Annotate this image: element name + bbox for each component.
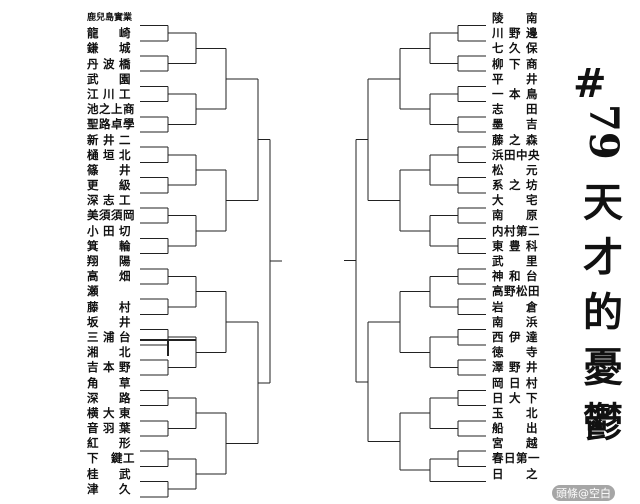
right-team: 岩 倉 bbox=[492, 299, 538, 314]
right-team: 内村第二 bbox=[492, 223, 540, 238]
right-team: 藤之森 bbox=[492, 132, 538, 147]
left-team: 藤 村 bbox=[87, 299, 131, 314]
title-char-4: 憂 bbox=[583, 344, 623, 391]
right-team: 柳下商 bbox=[492, 56, 538, 71]
left-team: 坂 井 bbox=[87, 314, 131, 329]
watermark: 頭條@空白 bbox=[552, 485, 615, 501]
left-team: 江川工 bbox=[87, 86, 131, 101]
right-team: 大 宅 bbox=[492, 193, 538, 208]
right-team: 川野邊 bbox=[492, 26, 538, 41]
title-char-1: 天 bbox=[583, 179, 623, 226]
left-team: 丹波橋 bbox=[87, 56, 131, 71]
title-char-5: 鬱 bbox=[583, 399, 623, 446]
right-team: 七久保 bbox=[492, 41, 538, 56]
right-team: 玉 北 bbox=[492, 405, 538, 420]
right-team: 南 浜 bbox=[492, 314, 538, 329]
left-team: 池之上商 bbox=[87, 102, 135, 117]
left-team: 龍 崎 bbox=[87, 26, 131, 41]
right-team: 陵 南 bbox=[492, 11, 538, 25]
left-team: 篠 井 bbox=[87, 162, 131, 177]
left-team: 三浦台 bbox=[87, 329, 131, 344]
right-team: 宮 越 bbox=[492, 436, 538, 451]
left-team: 桂 武 bbox=[87, 466, 131, 481]
right-team: 松 元 bbox=[492, 162, 538, 177]
right-team: 平 井 bbox=[492, 71, 538, 86]
right-team: 志 田 bbox=[492, 102, 538, 117]
right-team: 南 原 bbox=[492, 208, 538, 223]
left-team: 武 園 bbox=[87, 71, 131, 86]
left-team: 高 畑 bbox=[87, 269, 131, 284]
left-team: 瀬 bbox=[87, 284, 99, 299]
right-team: 墨 吉 bbox=[492, 117, 538, 132]
left-team: 新井二 bbox=[87, 132, 131, 147]
episode-title: 天 才 的 憂 鬱 bbox=[578, 175, 628, 450]
right-team: 東豊科 bbox=[492, 238, 538, 253]
right-team: 澤野井 bbox=[492, 360, 538, 375]
title-char-3: 的 bbox=[583, 289, 623, 336]
left-team: 鹿兒島實業 bbox=[87, 13, 133, 23]
left-team: 小田切 bbox=[87, 223, 131, 238]
right-team: 一本鳥 bbox=[492, 86, 538, 101]
left-team: 翔 陽 bbox=[87, 254, 131, 268]
left-team: 横大東 bbox=[87, 405, 131, 420]
left-team: 津久 bbox=[87, 481, 131, 496]
left-team: 美須須岡 bbox=[87, 208, 135, 223]
right-team: 徳 寺 bbox=[492, 345, 538, 360]
right-team: 西伊達 bbox=[492, 329, 538, 344]
left-team: 深志工 bbox=[87, 193, 131, 208]
left-team: 更 級 bbox=[87, 178, 131, 193]
right-team: 日之 bbox=[492, 466, 538, 481]
right-team: 船 出 bbox=[492, 421, 538, 436]
right-team: 浜田中央 bbox=[492, 147, 540, 162]
right-team: 春日第一 bbox=[492, 451, 540, 466]
left-team: 下 鍵工 bbox=[87, 451, 135, 466]
left-team: 聖路卓學 bbox=[87, 117, 135, 132]
left-team: 吉本野 bbox=[87, 360, 131, 375]
right-team: 神和台 bbox=[492, 269, 538, 284]
left-team: 箕 輪 bbox=[87, 238, 131, 253]
episode-hash: # bbox=[573, 60, 607, 107]
left-team: 紅 形 bbox=[87, 436, 131, 451]
left-team: 湘 北 bbox=[87, 345, 131, 360]
left-team: 深 路 bbox=[87, 390, 131, 405]
left-team: 樋垣北 bbox=[87, 147, 131, 162]
right-team-list: 陵 南川野邊七久保柳下商平 井一本鳥志 田墨 吉藤之森浜田中央松 元系之坊大 宅… bbox=[492, 11, 540, 482]
left-team: 音羽葉 bbox=[87, 421, 131, 436]
title-char-2: 才 bbox=[583, 234, 623, 281]
right-team: 高野松田 bbox=[492, 284, 540, 299]
right-team: 岡日村 bbox=[492, 375, 538, 390]
episode-number: 79 bbox=[580, 104, 627, 160]
left-team: 角 草 bbox=[87, 375, 131, 390]
left-team-list: 鹿兒島實業龍 崎鎌 城丹波橋武 園江川工池之上商聖路卓學新井二樋垣北篠 井更 級… bbox=[87, 11, 135, 497]
left-team: 鎌 城 bbox=[87, 41, 131, 56]
right-team: 系之坊 bbox=[492, 178, 538, 193]
right-team: 武 里 bbox=[492, 254, 538, 268]
right-team: 日大下 bbox=[492, 390, 538, 405]
